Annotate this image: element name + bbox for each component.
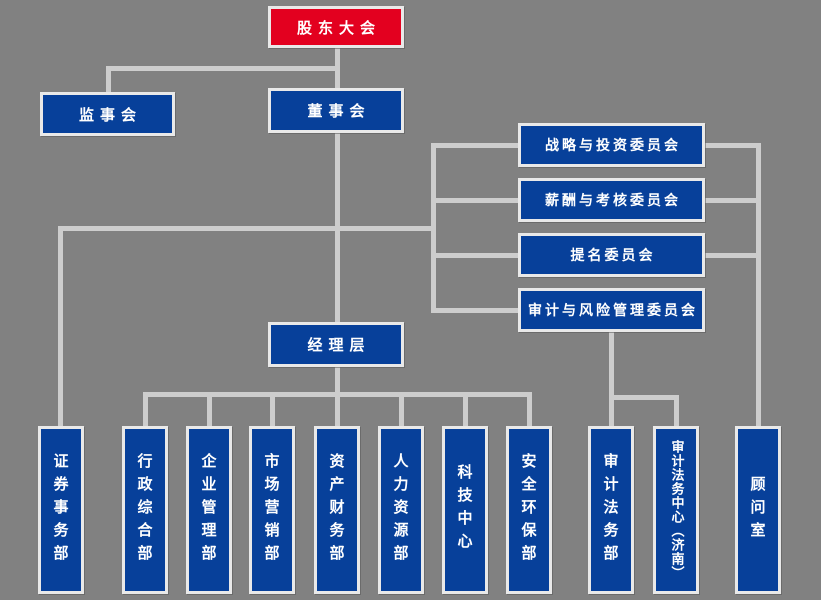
connector-top-split-horizontal xyxy=(106,66,340,71)
connector-stub-strategy xyxy=(434,143,518,148)
connector-right-rail-to-advisory xyxy=(756,143,761,426)
node-audit-legal-center-jinan: 审计法务中心（济南） xyxy=(653,426,699,594)
node-board-of-directors: 董事会 xyxy=(268,88,404,133)
connector-right-stub-strategy xyxy=(705,143,758,148)
node-asset-finance-dept: 资产财务部 xyxy=(314,426,360,594)
connector-stub-administration xyxy=(143,392,148,426)
connector-management-down xyxy=(335,367,340,395)
connector-stub-technology xyxy=(463,392,468,426)
node-securities-affairs-dept: 证券事务部 xyxy=(38,426,84,594)
connector-stub-nomination xyxy=(434,253,518,258)
connector-audit-center-down xyxy=(674,395,679,426)
connector-stub-audit-risk xyxy=(434,308,518,313)
node-advisory-office: 顾问室 xyxy=(735,426,781,594)
connector-stub-remuneration xyxy=(434,198,518,203)
node-supervisory-board: 监事会 xyxy=(40,92,175,136)
connector-right-stub-nomination xyxy=(705,253,758,258)
connector-stub-marketing xyxy=(270,392,275,426)
node-shareholders-meeting: 股东大会 xyxy=(268,6,404,48)
connector-board-trunk-horizontal xyxy=(58,226,436,231)
node-remuneration-assessment-committee: 薪酬与考核委员会 xyxy=(518,178,705,222)
node-audit-legal-dept: 审计法务部 xyxy=(588,426,634,594)
node-technology-center: 科技中心 xyxy=(442,426,488,594)
connector-stub-human-resources xyxy=(399,392,404,426)
connector-committee-left-rail xyxy=(431,143,436,313)
connector-stub-asset-finance xyxy=(335,392,340,426)
connector-stub-safety xyxy=(527,392,532,426)
node-safety-environment-dept: 安全环保部 xyxy=(506,426,552,594)
connector-stub-enterprise xyxy=(207,392,212,426)
connector-right-stub-remuneration xyxy=(705,198,758,203)
node-strategy-investment-committee: 战略与投资委员会 xyxy=(518,123,705,167)
node-enterprise-management-dept: 企业管理部 xyxy=(186,426,232,594)
node-administration-general-dept: 行政综合部 xyxy=(122,426,168,594)
connector-securities-vertical xyxy=(58,226,63,427)
connector-audit-committee-down xyxy=(609,332,614,426)
connector-supervisory-down xyxy=(106,66,111,94)
node-marketing-dept: 市场营销部 xyxy=(249,426,295,594)
connector-audit-split-horizontal xyxy=(609,395,679,400)
node-nomination-committee: 提名委员会 xyxy=(518,233,705,277)
node-human-resources-dept: 人力资源部 xyxy=(378,426,424,594)
node-audit-risk-management-committee: 审计与风险管理委员会 xyxy=(518,288,705,332)
node-management-level: 经理层 xyxy=(268,322,404,367)
